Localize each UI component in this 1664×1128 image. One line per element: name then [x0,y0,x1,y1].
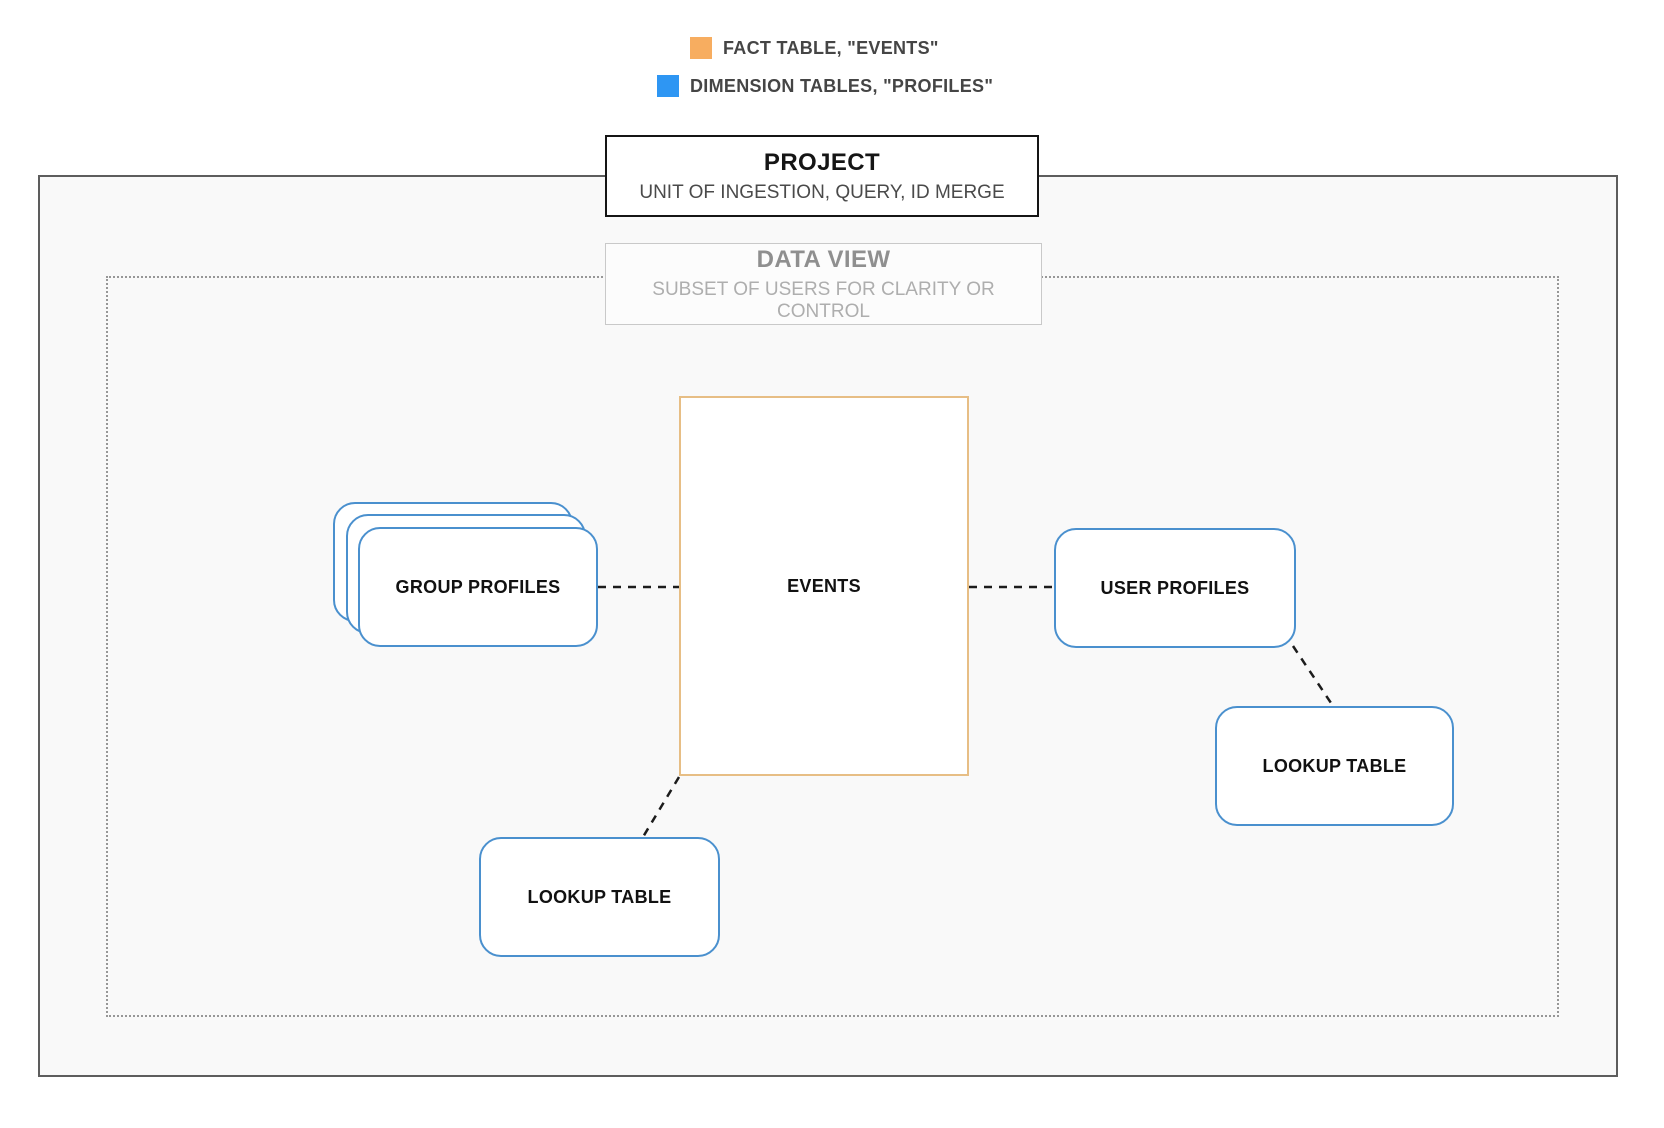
node-lookup-table-right-label: LOOKUP TABLE [1262,755,1407,776]
project-title: PROJECT [763,148,881,176]
node-group-profiles-label: GROUP PROFILES [395,576,561,597]
node-lookup-table-bottom-label: LOOKUP TABLE [527,886,672,907]
data-view-title-box: DATA VIEW SUBSET OF USERS FOR CLARITY OR… [605,243,1042,325]
fact-table-swatch-icon [690,37,712,59]
node-user-profiles: USER PROFILES [1054,528,1296,648]
node-events-label: EVENTS [787,575,861,596]
legend-item-fact-table: FACT TABLE, "EVENTS" [690,37,939,59]
node-lookup-table-bottom: LOOKUP TABLE [479,837,720,957]
dimension-tables-swatch-icon [657,75,679,97]
node-lookup-table-right: LOOKUP TABLE [1215,706,1454,826]
data-view-subtitle: SUBSET OF USERS FOR CLARITY OR CONTROL [652,278,995,322]
node-user-profiles-label: USER PROFILES [1100,577,1250,598]
project-subtitle: UNIT OF INGESTION, QUERY, ID MERGE [639,181,1005,203]
node-events: EVENTS [679,396,969,776]
legend-item-dimension-tables: DIMENSION TABLES, "PROFILES" [657,75,993,97]
legend-label-dimension-tables: DIMENSION TABLES, "PROFILES" [690,75,994,96]
data-view-title: DATA VIEW [756,245,891,273]
project-title-box: PROJECT UNIT OF INGESTION, QUERY, ID MER… [605,135,1039,217]
node-group-profiles: GROUP PROFILES [358,527,598,647]
legend-label-fact-table: FACT TABLE, "EVENTS" [723,37,939,58]
